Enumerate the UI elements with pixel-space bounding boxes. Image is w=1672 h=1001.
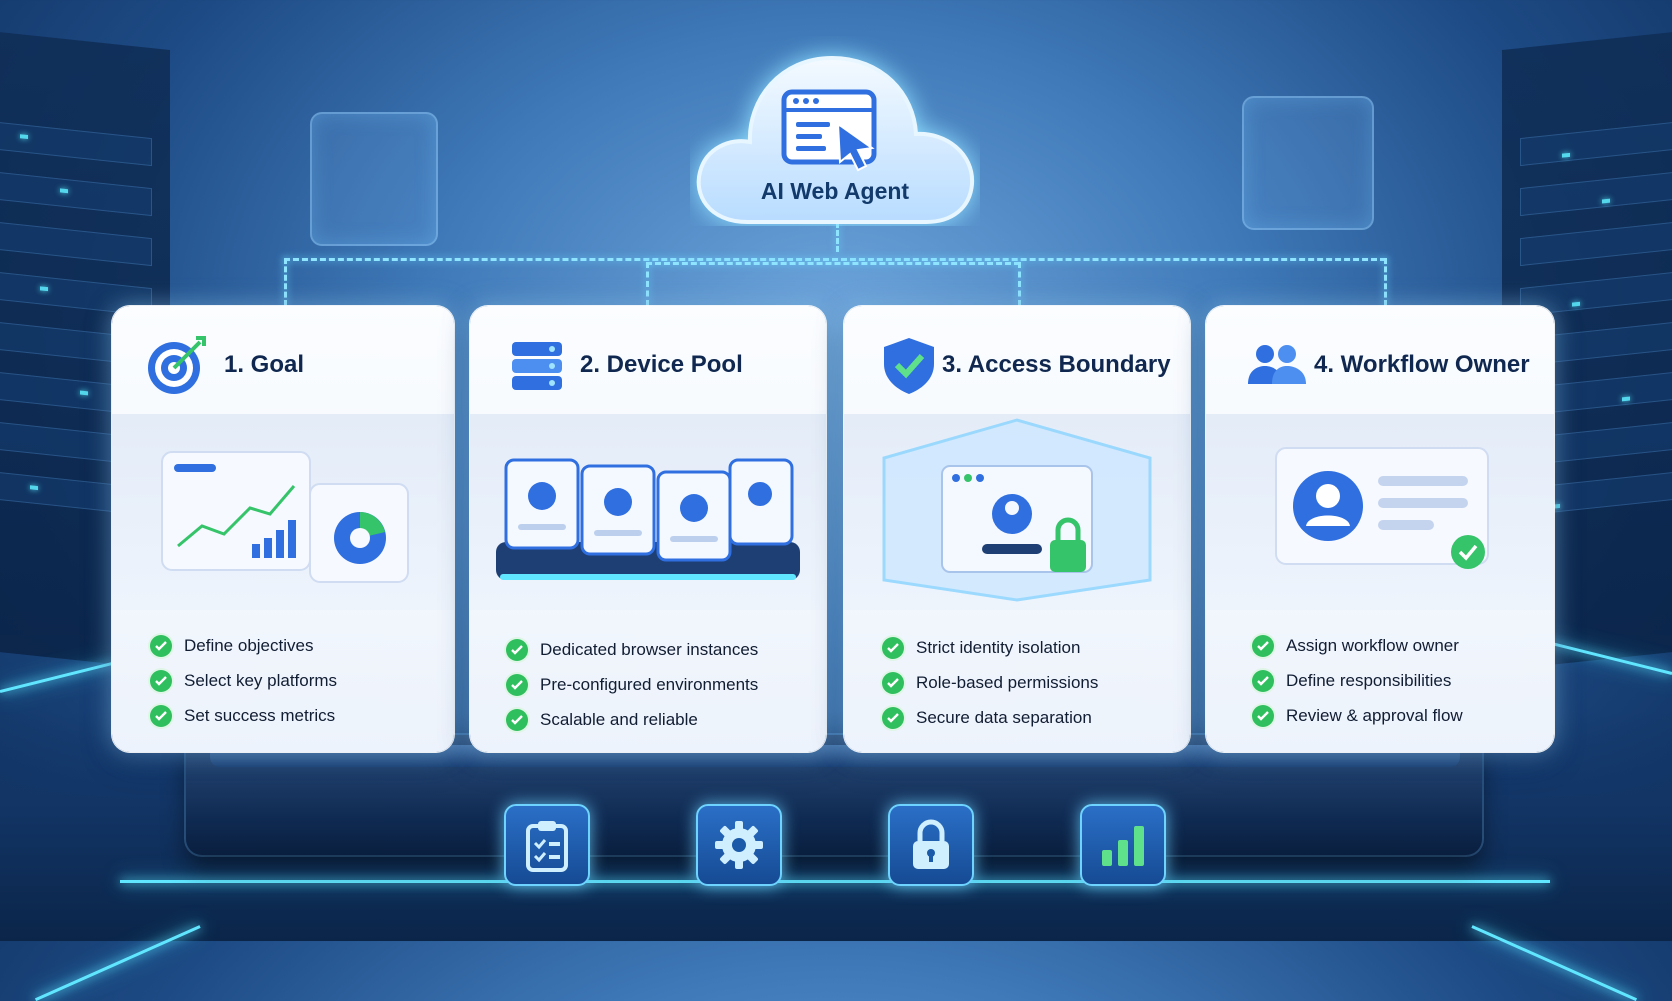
clipboard-checklist-icon [504,804,590,886]
card-title: 4. Workflow Owner [1314,351,1530,378]
card-checklist: Define objectives Select key platforms S… [150,628,337,733]
card-checklist: Strict identity isolation Role-based per… [882,630,1098,735]
server-stack-icon [512,342,562,390]
card-title: 1. Goal [224,351,305,378]
check-icon [150,669,172,692]
check-icon [150,634,172,657]
check-icon [882,671,904,694]
check-icon [882,706,904,729]
users-icon [1248,345,1306,384]
card-access-boundary: 3. Access Boundary Strict identity isola… [844,306,1190,752]
check-icon [506,673,528,696]
list-item: Define responsibilities [1252,663,1463,698]
card-title: 2. Device Pool [580,351,743,378]
browser-instances-illustration [470,414,826,610]
card-device-pool: 2. Device Pool Dedicated browser [470,306,826,752]
secure-container-illustration [844,414,1190,610]
list-item: Pre-configured environments [506,667,758,702]
shield-check-icon [884,338,934,394]
list-item: Role-based permissions [882,665,1098,700]
check-icon [150,704,172,727]
check-icon [506,638,528,661]
list-item: Review & approval flow [1252,698,1463,733]
list-item: Scalable and reliable [506,702,758,737]
check-icon [1252,669,1274,692]
list-item: Define objectives [150,628,337,663]
background-dashboard-panel-left [310,112,438,246]
card-checklist: Dedicated browser instances Pre-configur… [506,632,758,737]
check-icon [1252,634,1274,657]
background-dashboard-panel-right [1242,96,1374,230]
owner-profile-illustration [1206,414,1554,610]
gear-icon [696,804,782,886]
target-icon [148,336,206,394]
check-icon [882,636,904,659]
agent-title: AI Web Agent [760,178,910,204]
card-goal: 1. Goal Define objectives Select key pla… [112,306,454,752]
chart-illustration [112,414,454,610]
browser-cursor-icon [780,88,884,179]
card-checklist: Assign workflow owner Define responsibil… [1252,628,1463,733]
card-title: 3. Access Boundary [942,351,1171,378]
list-item: Secure data separation [882,700,1098,735]
list-item: Select key platforms [150,663,337,698]
list-item: Strict identity isolation [882,630,1098,665]
card-workflow-owner: 4. Workflow Owner Assign workflow owner … [1206,306,1554,752]
list-item: Set success metrics [150,698,337,733]
bar-chart-icon [1080,804,1166,886]
padlock-icon [888,804,974,886]
list-item: Dedicated browser instances [506,632,758,667]
check-icon [506,708,528,731]
list-item: Assign workflow owner [1252,628,1463,663]
check-icon [1252,704,1274,727]
